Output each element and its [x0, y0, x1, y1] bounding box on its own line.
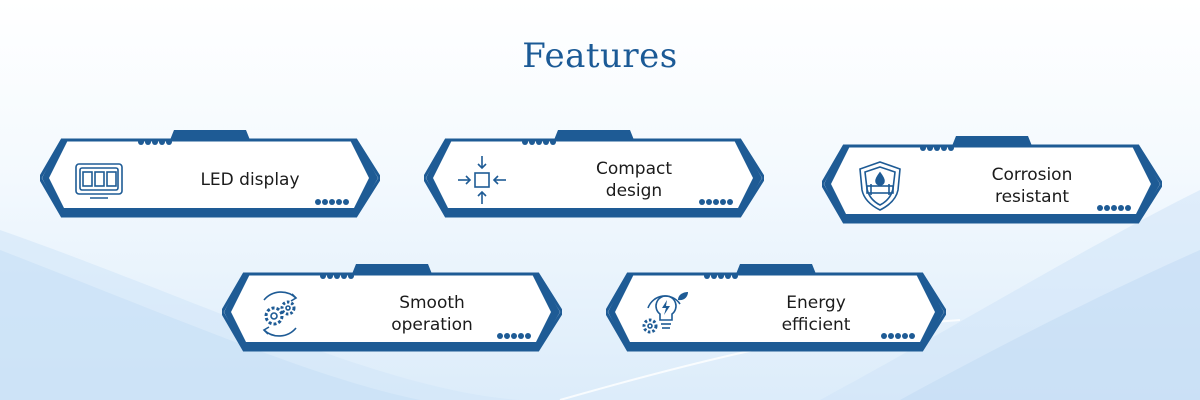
decorative-dots-bottom	[699, 199, 733, 205]
decorative-dots-top	[522, 139, 556, 145]
feature-label: LED display	[150, 152, 350, 208]
card-frame	[424, 130, 764, 218]
decorative-dots-top	[704, 273, 738, 279]
led-display-icon	[75, 163, 123, 199]
decorative-dots-top	[320, 273, 354, 279]
bulb-leaf-gear-icon	[642, 292, 688, 334]
feature-card-corrosion-resistant: Corrosion resistant	[822, 136, 1162, 228]
shield-pipe-icon	[859, 161, 901, 211]
feature-label-line: resistant	[994, 187, 1070, 207]
feature-card-led-display: LED display	[40, 130, 380, 222]
card-frame	[822, 136, 1162, 224]
page-title: Features	[522, 36, 678, 76]
feature-label-line: efficient	[781, 315, 851, 335]
decorative-dots-bottom	[315, 199, 349, 205]
feature-label: Energy efficient	[716, 286, 916, 342]
feature-label-line: Energy	[786, 293, 846, 313]
card-frame	[606, 264, 946, 352]
gears-cycle-icon	[262, 291, 298, 337]
feature-card-compact-design: Compact design	[424, 130, 764, 222]
feature-label-line: Compact	[595, 159, 673, 179]
feature-card-smooth-operation: Smooth operation	[222, 264, 562, 356]
decorative-dots-top	[920, 145, 954, 151]
card-frame	[40, 130, 380, 218]
feature-label-line: Smooth	[399, 293, 465, 313]
feature-label: Compact design	[534, 152, 734, 208]
feature-label: Smooth operation	[332, 286, 532, 342]
decorative-dots-bottom	[881, 333, 915, 339]
decorative-dots-top	[138, 139, 172, 145]
feature-label: Corrosion resistant	[932, 158, 1132, 214]
feature-label-line: Corrosion	[991, 165, 1073, 185]
feature-label-line: operation	[391, 315, 473, 335]
feature-label-line: LED display	[200, 170, 300, 190]
feature-card-energy-efficient: Energy efficient	[606, 264, 946, 356]
feature-label-line: design	[605, 181, 663, 201]
card-frame	[222, 264, 562, 352]
decorative-dots-bottom	[1097, 205, 1131, 211]
decorative-dots-bottom	[497, 333, 531, 339]
compact-arrows-icon	[458, 156, 506, 204]
